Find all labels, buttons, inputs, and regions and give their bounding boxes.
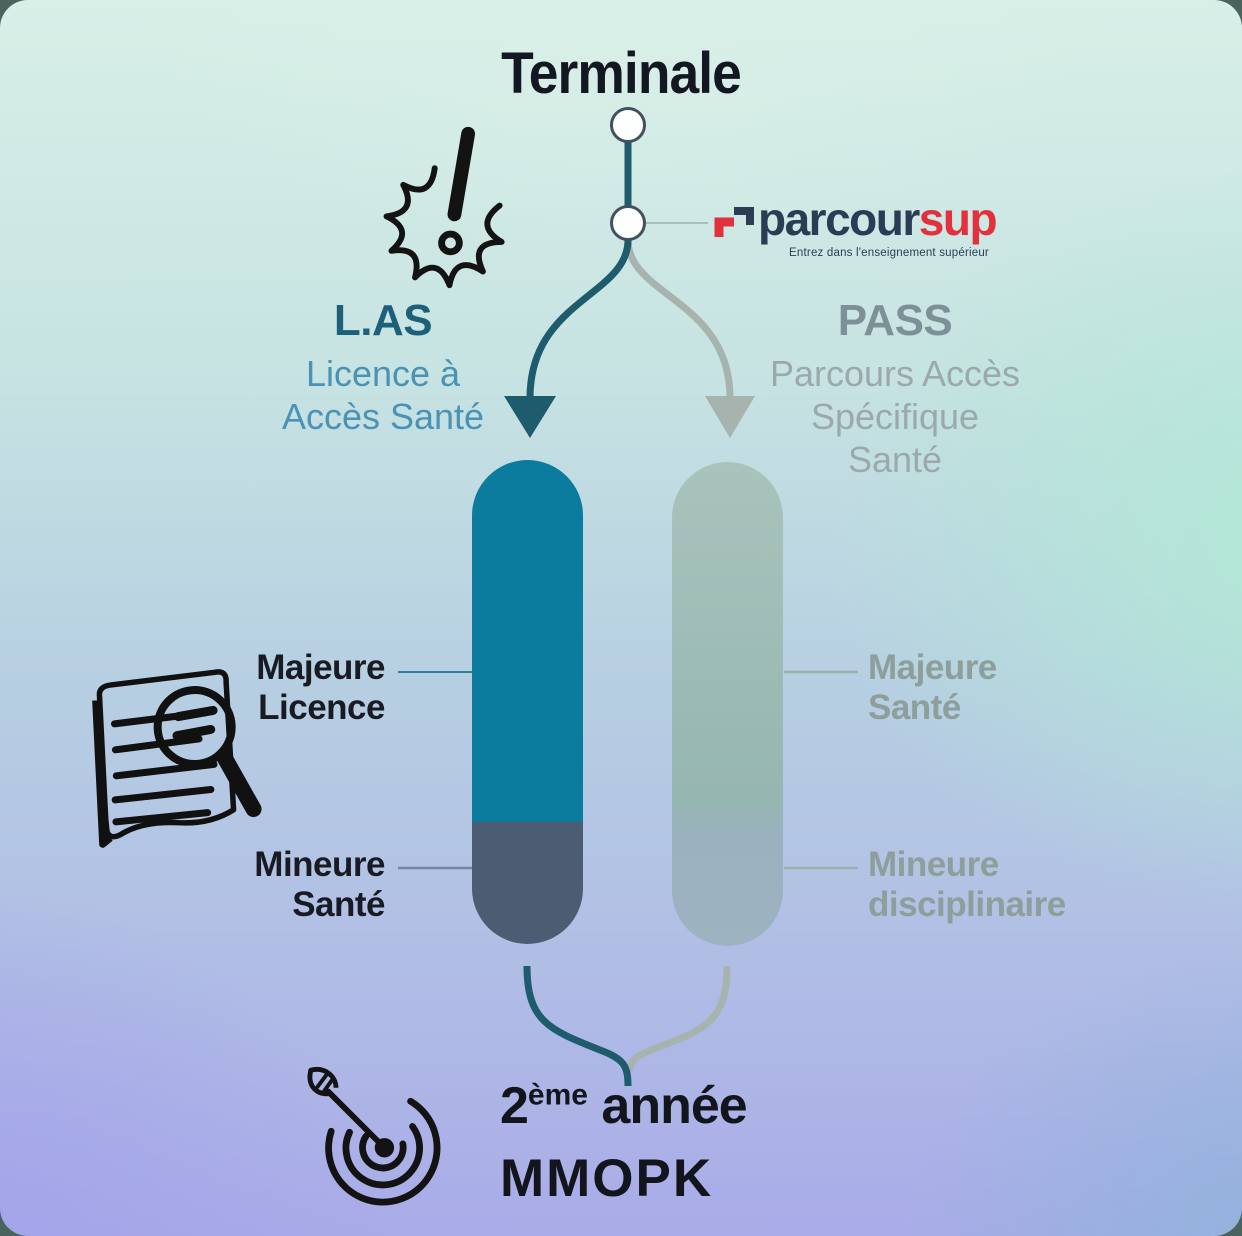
target-arrow-icon <box>307 1066 441 1206</box>
outcome-year: 2ème année <box>500 1076 748 1136</box>
parcoursup-logo: parcoursup Entrez dans l'enseignement su… <box>712 196 1022 259</box>
label-line: Majeure <box>868 648 997 687</box>
outcome-year-number: 2 <box>500 1077 529 1135</box>
label-line: Majeure <box>256 648 385 687</box>
pass-full-name: Parcours Accès Spécifique Santé <box>760 352 1030 481</box>
outcome-year-word: année <box>587 1077 747 1135</box>
branch-left-arrowhead <box>504 396 556 438</box>
parcoursup-word-primary: parcour <box>758 193 920 245</box>
label-line: Licence <box>258 688 385 727</box>
label-majeure-licence: Majeure Licence <box>105 648 385 728</box>
label-mineure-sante: Mineure Santé <box>105 845 385 925</box>
las-branch-block: L.AS Licence à Accès Santé <box>253 296 513 438</box>
pass-abbr: PASS <box>837 296 953 345</box>
branch-left-curve <box>526 239 632 399</box>
pass-capsule <box>672 462 783 946</box>
page-title: Terminale <box>501 41 742 106</box>
las-full-name: Licence à Accès Santé <box>253 352 513 438</box>
label-mineure-disciplinaire: Mineure disciplinaire <box>868 845 1178 925</box>
document-magnifier-icon <box>92 669 262 848</box>
converge-right-curve <box>625 965 731 1073</box>
branch-right-curve <box>624 239 734 399</box>
pass-branch-block: PASS Parcours Accès Spécifique Santé <box>760 296 1030 481</box>
pass-full-line2: Spécifique Santé <box>810 396 980 481</box>
parcoursup-wordmark: parcoursup <box>758 193 998 245</box>
parcoursup-word-accent: sup <box>918 193 998 245</box>
las-abbr: L.AS <box>333 296 433 345</box>
timeline-node-top <box>610 107 646 143</box>
label-line: Santé <box>292 885 385 924</box>
timeline-node-parcoursup <box>610 205 646 241</box>
label-majeure-sante: Majeure Santé <box>868 648 1178 728</box>
pass-full-line1: Parcours Accès <box>769 353 1021 395</box>
parcoursup-mark-icon <box>714 207 754 237</box>
parcoursup-tagline: Entrez dans l'enseignement supérieur <box>789 247 989 259</box>
converge-left-curve <box>523 965 632 1087</box>
label-line: Mineure <box>868 845 999 884</box>
label-line: Mineure <box>254 845 385 884</box>
exclamation-burst-icon <box>383 126 505 289</box>
outcome-year-suffix: ème <box>527 1078 588 1112</box>
branch-right-arrowhead <box>705 396 755 438</box>
label-line: disciplinaire <box>868 885 1066 924</box>
las-full-line2: Accès Santé <box>281 396 485 438</box>
outcome-acronym: MMOPK <box>500 1149 714 1208</box>
label-line: Santé <box>868 688 961 727</box>
las-capsule <box>472 460 583 944</box>
las-full-line1: Licence à <box>305 353 461 395</box>
